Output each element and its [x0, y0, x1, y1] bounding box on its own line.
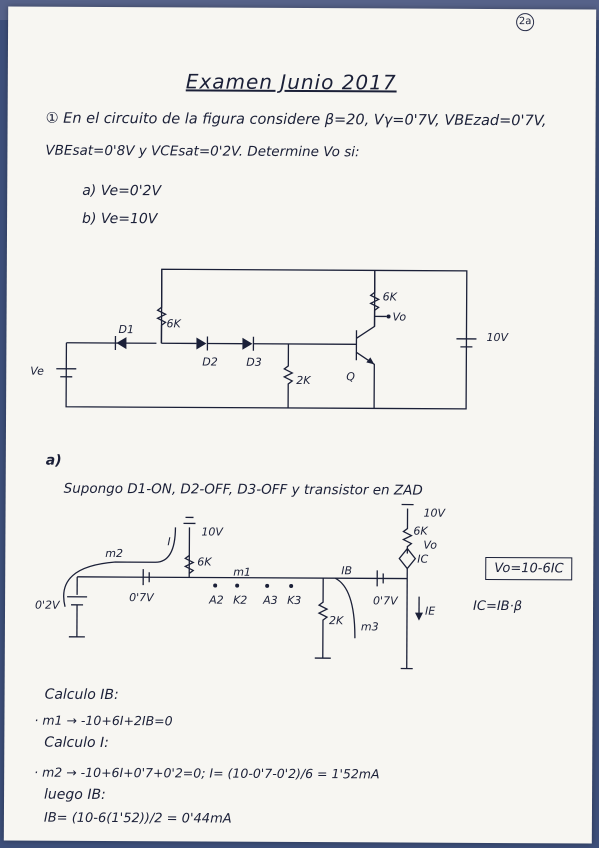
a3-label: A3 [263, 593, 278, 607]
r-top-right-label: 6K [382, 290, 397, 304]
d3-label: D3 [246, 355, 262, 369]
ve-label: Ve [30, 364, 44, 378]
vo-box: Vo=10-6IC [485, 556, 573, 581]
m3-label: m3 [360, 620, 379, 634]
m1-label: m1 [233, 565, 251, 579]
vcc-label: 10V [486, 330, 509, 345]
equation-m1: · m1 → -10+6I+2IB=0 [34, 712, 173, 729]
d2-label: D2 [202, 355, 218, 369]
section-a-label: a) [45, 452, 62, 469]
ie-label: IE [424, 604, 436, 618]
transistor-label: Q [346, 370, 355, 384]
ib-label: IB [341, 564, 353, 578]
v07-b-label: 0'7V [373, 594, 398, 608]
v07-label: 0'7V [129, 591, 154, 605]
i-label: I [167, 535, 171, 549]
r-left-label: 6K [166, 317, 181, 331]
vo-right-label: Vo [423, 538, 438, 552]
notebook-page: 2a Examen Junio 2017 ① En el circuito de… [3, 6, 597, 844]
equation-m2: · m2 → -10+6I+0'7+0'2=0; I= (10-0'7-0'2)… [34, 764, 380, 782]
m2-label: m2 [105, 546, 124, 561]
a2-label: A2 [209, 593, 224, 607]
d1-label: D1 [118, 323, 134, 337]
ic-label: IC [417, 552, 429, 566]
assumption-text: Supongo D1-ON, D2-OFF, D3-OFF y transist… [63, 480, 423, 499]
r-mid-label: 2K [296, 373, 311, 388]
equation-ib: IB= (10-6(1'52))/2 = 0'44mA [43, 810, 232, 827]
r2k-label: 2K [328, 614, 344, 628]
k3-label: K3 [287, 593, 302, 608]
r6k-left-label: 6K [197, 555, 212, 569]
calc-ib-heading: Calculo IB: [44, 686, 119, 704]
k2-label: K2 [233, 593, 248, 607]
ic-equation: IC=IB·β [473, 598, 523, 615]
circuit-diagram-1 [56, 268, 477, 410]
v10-right-label: 10V [423, 506, 446, 520]
v10-left-label: 10V [201, 525, 224, 539]
luego-heading: luego IB: [44, 786, 106, 803]
vo-label: Vo [392, 310, 407, 324]
calc-i-heading: Calculo I: [44, 734, 109, 752]
r6k-right-label: 6K [413, 524, 428, 538]
v02-label: 0'2V [35, 598, 60, 612]
